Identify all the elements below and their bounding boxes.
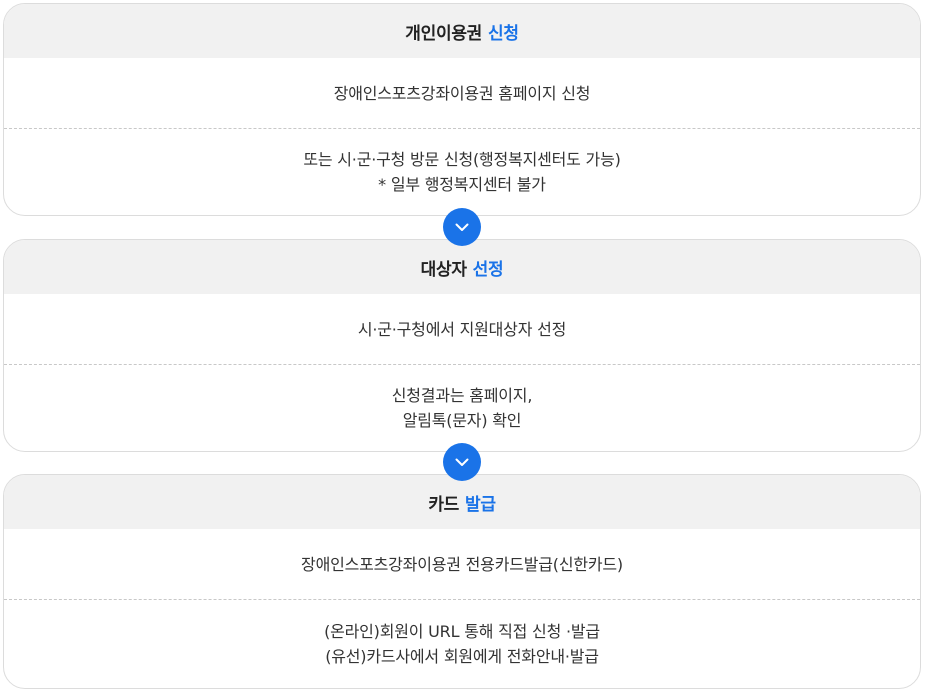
step-row: 장애인스포츠강좌이용권 전용카드발급(신한카드) — [4, 529, 920, 599]
step-row: 장애인스포츠강좌이용권 홈페이지 신청 — [4, 58, 920, 128]
row-text: 장애인스포츠강좌이용권 홈페이지 신청 — [333, 83, 591, 103]
step-card-issue: 카드 발급 장애인스포츠강좌이용권 전용카드발급(신한카드) (온라인)회원이 … — [3, 474, 921, 689]
row-text: (온라인)회원이 URL 통해 직접 신청 ·발급 — [324, 622, 600, 641]
row-text: (유선)카드사에서 회원에게 전화안내·발급 — [325, 647, 599, 666]
row-note: * 일부 행정복지센터 불가 — [378, 175, 546, 194]
step-title: 대상자 — [420, 259, 467, 280]
step-row: (온라인)회원이 URL 통해 직접 신청 ·발급 (유선)카드사에서 회원에게… — [4, 599, 920, 688]
step-card-apply: 개인이용권 신청 장애인스포츠강좌이용권 홈페이지 신청 또는 시·군·구청 방… — [3, 3, 921, 216]
step-header: 카드 발급 — [4, 475, 920, 529]
step-header: 개인이용권 신청 — [4, 4, 920, 58]
row-text: 신청결과는 홈페이지, — [391, 386, 533, 405]
row-text: 장애인스포츠강좌이용권 전용카드발급(신한카드) — [301, 554, 623, 574]
row-text: 또는 시·군·구청 방문 신청(행정복지센터도 가능) — [303, 150, 621, 169]
step-title-accent: 발급 — [465, 494, 496, 515]
step-row: 또는 시·군·구청 방문 신청(행정복지센터도 가능) * 일부 행정복지센터 … — [4, 128, 920, 215]
step-card-selection: 대상자 선정 시·군·구청에서 지원대상자 선정 신청결과는 홈페이지, 알림톡… — [3, 239, 921, 452]
row-text: 시·군·구청에서 지원대상자 선정 — [357, 319, 567, 339]
step-row: 신청결과는 홈페이지, 알림톡(문자) 확인 — [4, 364, 920, 451]
step-header: 대상자 선정 — [4, 240, 920, 294]
row-text: 알림톡(문자) 확인 — [402, 411, 522, 430]
step-title: 카드 — [428, 494, 459, 515]
step-title: 개인이용권 — [405, 23, 482, 44]
chevron-down-icon — [443, 443, 481, 481]
step-title-accent: 선정 — [472, 259, 504, 280]
chevron-down-icon — [443, 208, 481, 246]
step-row: 시·군·구청에서 지원대상자 선정 — [4, 294, 920, 364]
step-title-accent: 신청 — [488, 23, 519, 44]
